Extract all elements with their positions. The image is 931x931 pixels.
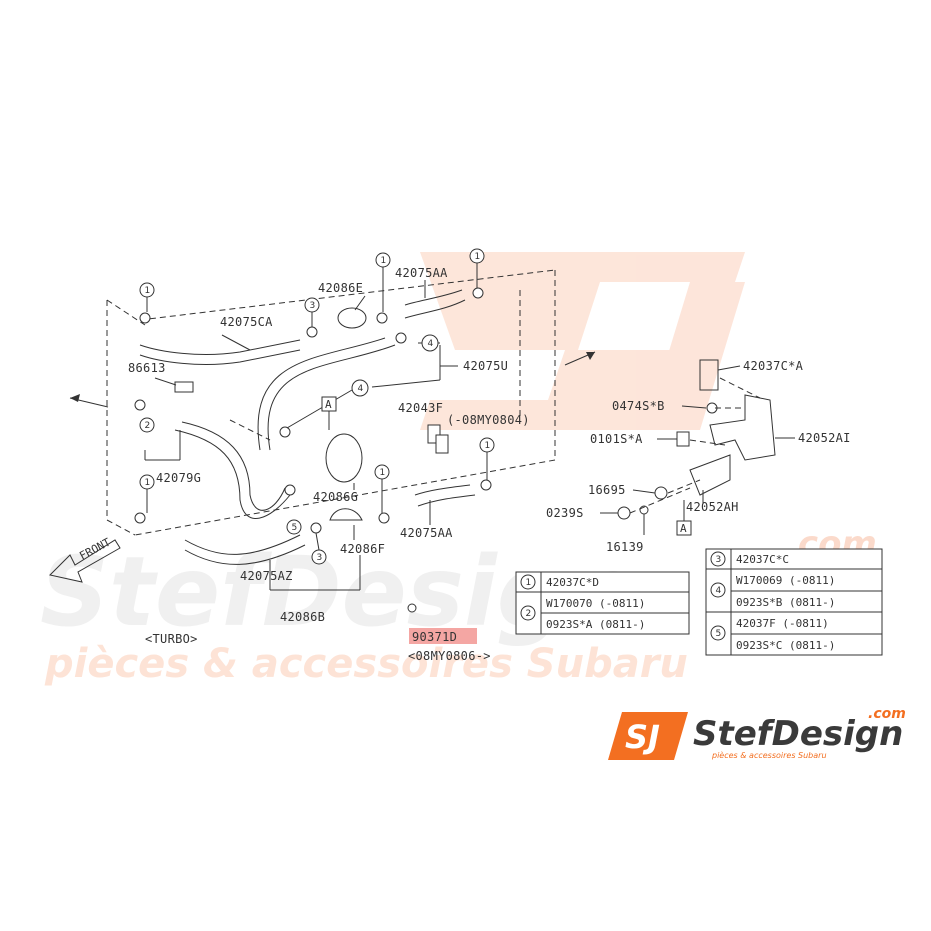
logo-com-text: .com (868, 706, 906, 722)
legend-table-right: 3 42037C*C 4 W170069 (-0811) 0923S*B (08… (705, 548, 883, 656)
part-labels: 42075CA 42086E 42075AA 86613 42075U 4204… (128, 266, 851, 663)
label-42086E: 42086E (318, 281, 363, 295)
connector-86613-icon (174, 381, 194, 393)
svg-text:1: 1 (381, 256, 387, 266)
legend-table-left: 1 42037C*D 2 W170070 (-0811) 0923S*A (08… (515, 571, 690, 635)
watermark-tagline-text: pièces & accessoires Subaru (44, 641, 688, 687)
clamp-icon (310, 522, 322, 534)
svg-text:SJ: SJ (625, 718, 660, 756)
label-42075CA: 42075CA (220, 315, 273, 329)
svg-text:3: 3 (716, 555, 722, 565)
clamp-icon (395, 332, 407, 344)
assembly-outline (106, 269, 556, 536)
clamp-icon (378, 512, 390, 524)
clamp-icon (134, 399, 146, 411)
clamp-icon (376, 312, 388, 324)
logo-tagline-text: pièces & accessoires Subaru (711, 750, 827, 760)
bolt-0101S-icon (676, 431, 690, 447)
clamp-icon (139, 312, 151, 324)
bracket-42052AH-icon (689, 454, 731, 496)
part-90371-icon (407, 603, 417, 613)
svg-text:5: 5 (716, 629, 722, 639)
label-90371: 90371D (412, 630, 457, 644)
clamp-icon (480, 479, 492, 491)
label-42037CA: 42037C*A (743, 359, 804, 373)
label-42043F: 42043F (398, 401, 443, 415)
svg-text:1: 1 (145, 286, 151, 296)
svg-text:2: 2 (526, 609, 532, 619)
label-16695: 16695 (588, 483, 626, 497)
svg-text:4: 4 (716, 586, 722, 596)
label-42075U: 42075U (463, 359, 508, 373)
label-42079G: 42079G (156, 471, 201, 485)
label-42052AI: 42052AI (798, 431, 851, 445)
svg-text:2: 2 (145, 421, 151, 431)
logo-brand-text: StefDesign (693, 714, 903, 754)
solenoid-42086E-icon (337, 307, 367, 329)
legend-row-3: 42037C*C (736, 553, 789, 566)
legend-row-5a: 42037F (-0811) (736, 617, 829, 630)
label-42086B: 42086B (280, 610, 325, 624)
bracket-42043F-b-icon (435, 434, 449, 454)
clamp-icon (134, 512, 146, 524)
bracket-42052AI-icon (709, 394, 776, 461)
svg-text:1: 1 (526, 578, 532, 588)
brand-logo: SJ StefDesign .com pièces & accessoires … (608, 706, 906, 760)
svg-text:4: 4 (428, 339, 434, 349)
bracket-42037CA-icon (699, 359, 719, 391)
label-42075AZ: 42075AZ (240, 569, 293, 583)
svg-text:1: 1 (485, 441, 491, 451)
legend-row-1: 42037C*D (546, 576, 599, 589)
watermark-logo-shape (420, 252, 745, 430)
hoses (139, 289, 476, 565)
svg-text:3: 3 (310, 301, 316, 311)
label-42075AA-top: 42075AA (395, 266, 448, 280)
label-42052AH: 42052AH (686, 500, 739, 514)
direction-arrows (48, 351, 596, 583)
legend-row-5b: 0923S*C (0811-) (736, 639, 835, 652)
legend-row-4b: 0923S*B (0811-) (736, 596, 835, 609)
label-42086F: 42086F (340, 542, 385, 556)
svg-text:4: 4 (358, 384, 364, 394)
svg-text:5: 5 (292, 523, 298, 533)
solenoid-42086G-icon (325, 433, 363, 483)
legend-row-2b: 0923S*A (0811-) (546, 618, 645, 631)
front-arrow-icon (48, 539, 121, 583)
svg-text:A: A (325, 398, 332, 411)
svg-text:1: 1 (475, 252, 481, 262)
label-90371-note: <08MY0806-> (408, 649, 491, 663)
label-86613: 86613 (128, 361, 166, 375)
clamp-icon (472, 287, 484, 299)
label-0239S: 0239S (546, 506, 584, 520)
svg-text:1: 1 (145, 478, 151, 488)
bracket-assembly (617, 359, 776, 520)
leader-lines (144, 280, 795, 591)
label-0101S: 0101S*A (590, 432, 643, 446)
label-0474S: 0474S*B (612, 399, 665, 413)
clamp-icon (284, 484, 296, 496)
svg-text:1: 1 (380, 468, 386, 478)
logo-badge-icon (608, 712, 688, 760)
label-42043F-note: (-08MY0804) (447, 413, 530, 427)
label-42086G: 42086G (313, 490, 358, 504)
label-42075AA-bottom: 42075AA (400, 526, 453, 540)
clamp-icon (279, 426, 291, 438)
nut-0239S-icon (617, 506, 631, 520)
highlight-90371 (409, 628, 477, 644)
grommet-16695-icon (654, 486, 668, 500)
callouts: 1 1 1 3 4 4 2 1 1 1 5 3 (139, 248, 495, 565)
svg-text:A: A (680, 522, 687, 535)
svg-text:3: 3 (317, 553, 323, 563)
legend-row-2a: W170070 (-0811) (546, 597, 645, 610)
label-16139: 16139 (606, 540, 644, 554)
valve-42086F-icon (329, 508, 363, 521)
components (134, 287, 492, 613)
label-turbo: <TURBO> (145, 632, 198, 646)
legend-row-4a: W170069 (-0811) (736, 574, 835, 587)
clamp-icon (306, 326, 318, 338)
ref-a-boxes: A A (321, 396, 692, 536)
